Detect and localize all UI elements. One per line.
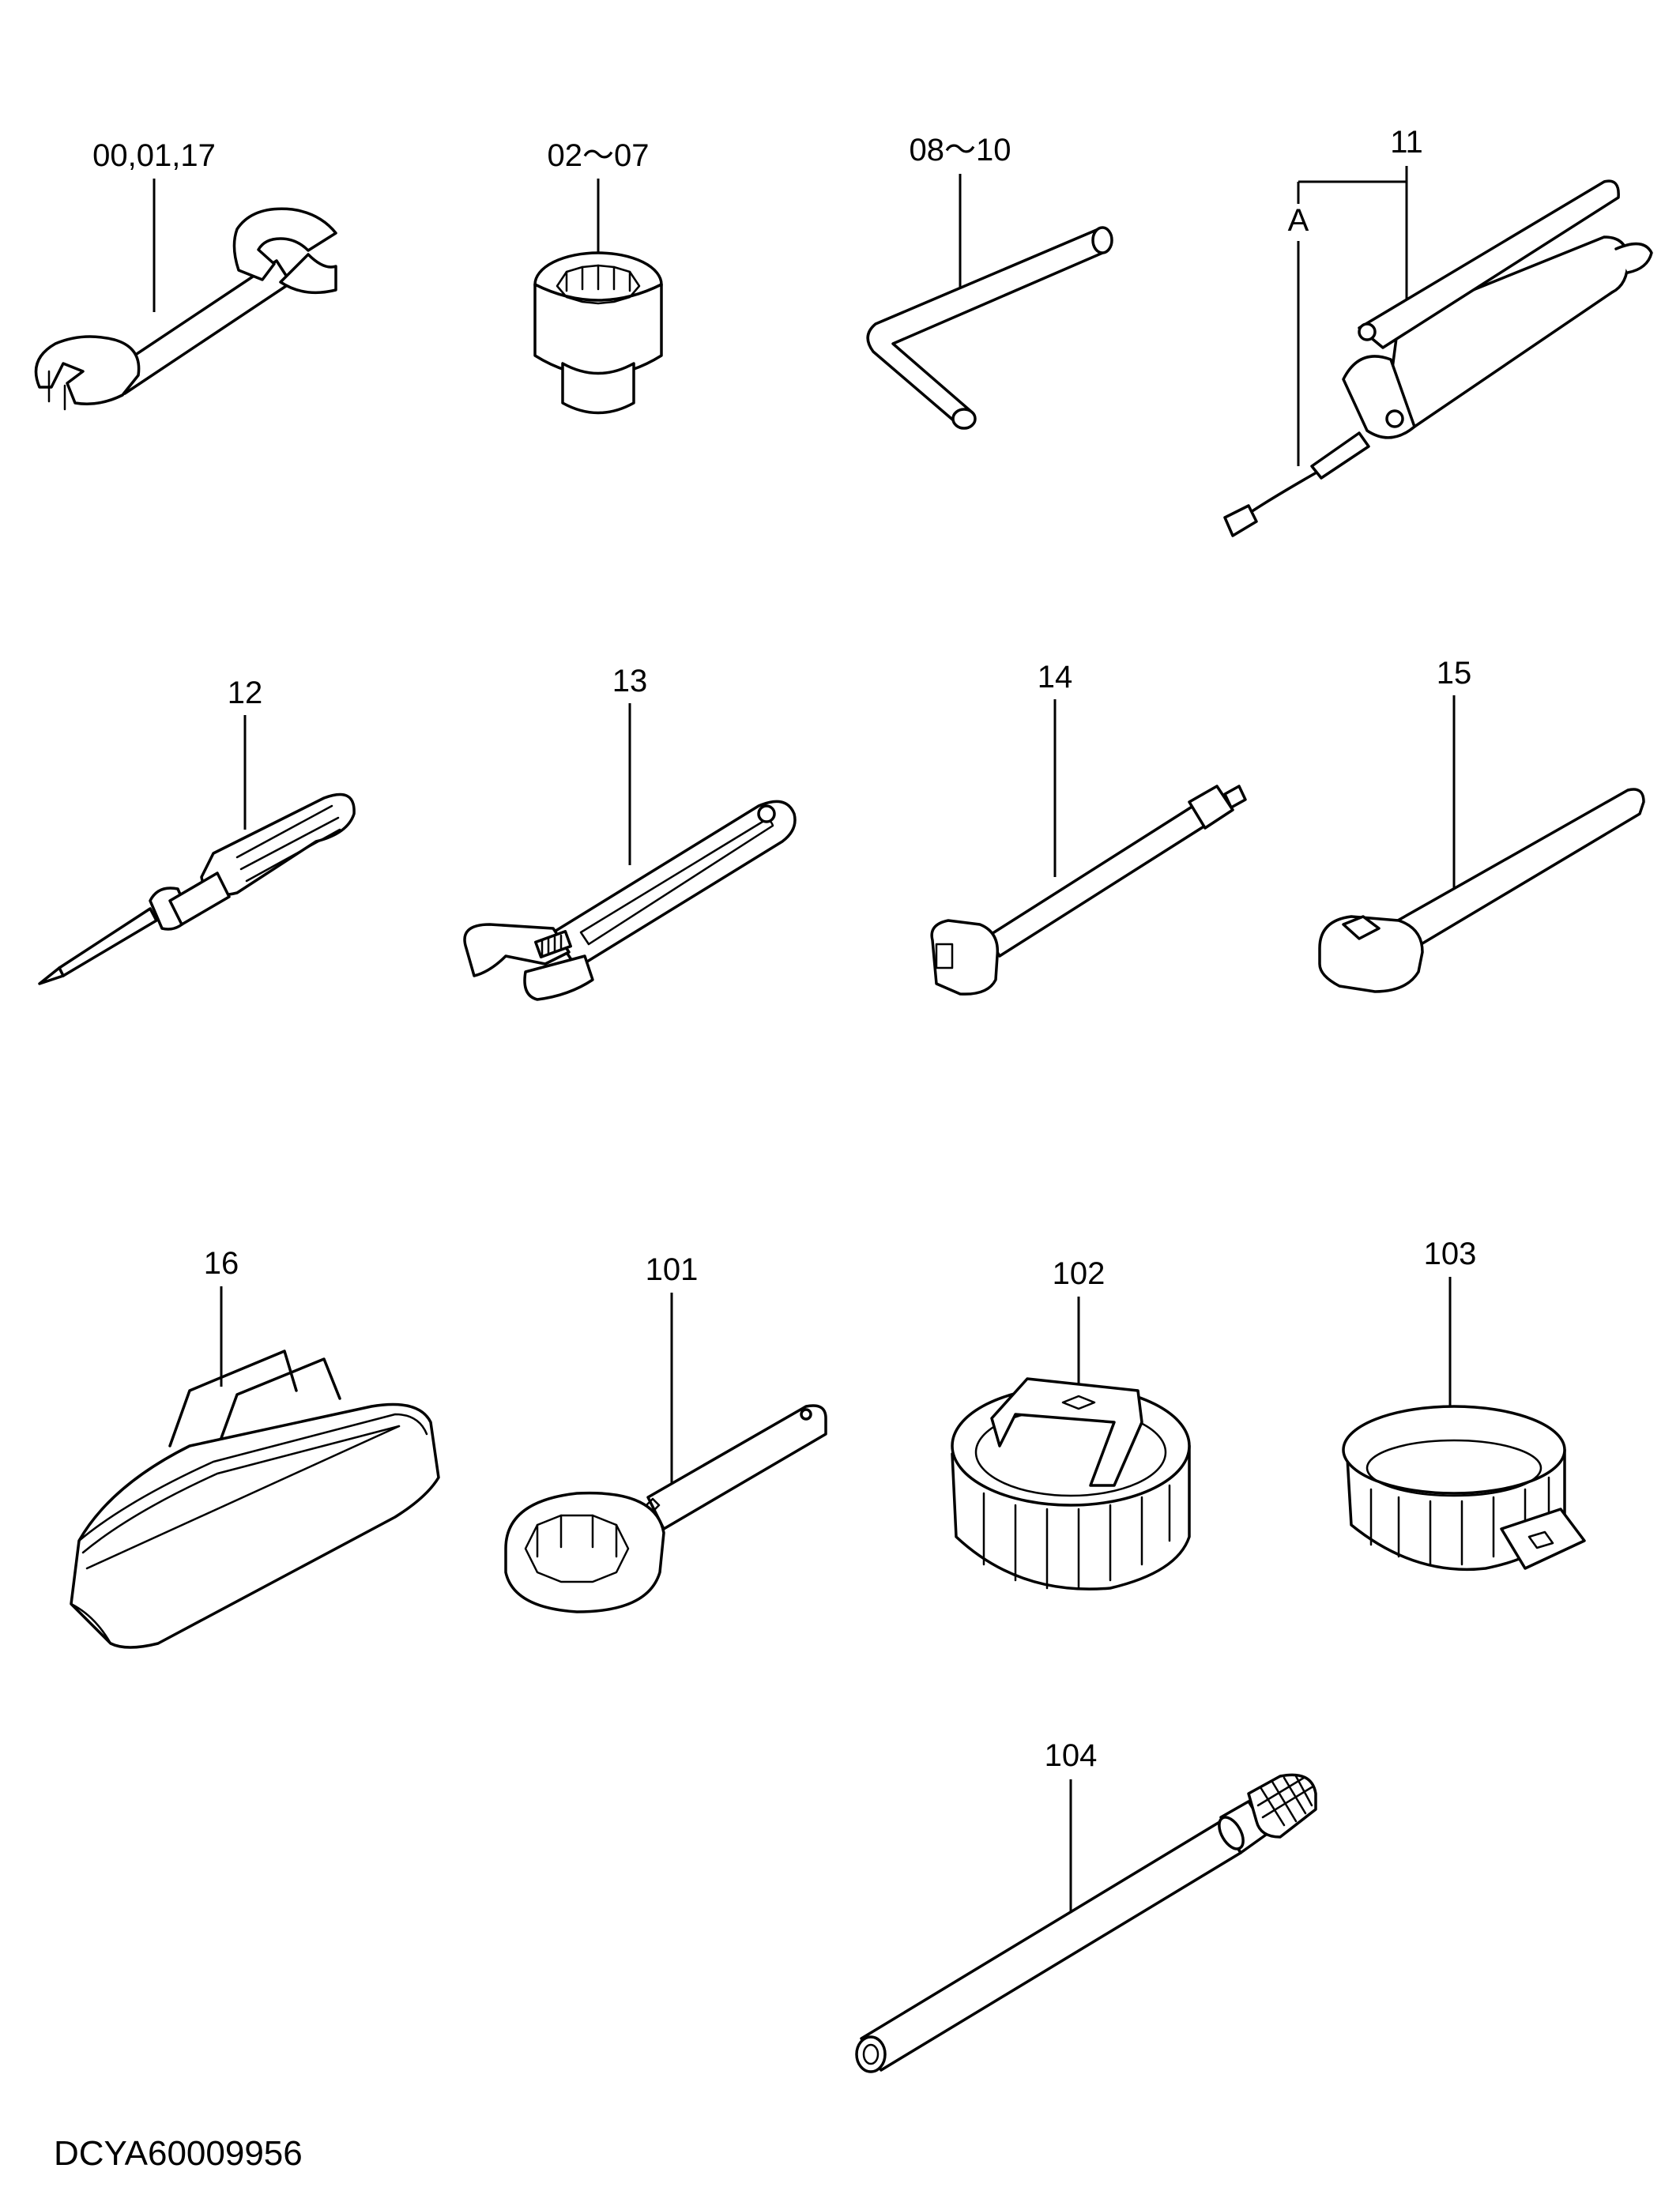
rod-tool-icon xyxy=(855,1773,1317,2073)
leader-line-grease-gun xyxy=(1297,166,1408,466)
filter-cap-wrench-part: 102 xyxy=(951,1256,1191,1591)
callout-filter-band-wrench: 103 xyxy=(1424,1237,1477,1271)
filter-band-wrench-part: 103 xyxy=(1342,1237,1586,1572)
filter-band-wrench-icon xyxy=(1342,1405,1586,1572)
callout-adjustable-wrench: 13 xyxy=(612,664,648,698)
grease-gun-icon xyxy=(1223,179,1653,537)
callout-grease-gun-sub: A xyxy=(1288,203,1309,238)
hex-key-icon xyxy=(866,226,1113,430)
callout-filter-cap-wrench: 102 xyxy=(1053,1256,1106,1291)
screwdriver-part: 12 xyxy=(38,676,356,985)
hex-key-part: 08〜10 xyxy=(866,133,1113,430)
callout-ratchet-handle: 15 xyxy=(1437,656,1472,691)
callout-socket: 02〜07 xyxy=(548,138,650,173)
ring-spanner-icon xyxy=(504,1404,827,1613)
callout-wrench: 00,01,17 xyxy=(92,138,216,173)
adjustable-wrench-icon xyxy=(463,800,797,1001)
callout-ring-spanner: 101 xyxy=(646,1252,699,1287)
tool-bag-part: 16 xyxy=(70,1246,440,1649)
callout-extension-bar: 14 xyxy=(1038,660,1073,695)
open-end-wrench-icon xyxy=(34,207,337,411)
adjustable-wrench-part: 13 xyxy=(463,664,797,1001)
tool-bag-icon xyxy=(70,1350,440,1649)
figure-code: DCYA60009956 xyxy=(54,2134,303,2173)
extension-bar-part: 14 xyxy=(930,660,1247,996)
ratchet-handle-part: 15 xyxy=(1318,656,1645,993)
callout-grease-gun: 11 xyxy=(1390,125,1423,160)
screwdriver-icon xyxy=(38,792,356,985)
extension-bar-icon xyxy=(930,785,1247,996)
callout-rod-tool: 104 xyxy=(1045,1738,1098,1773)
ratchet-handle-icon xyxy=(1318,788,1645,993)
grease-gun-part: 11 A xyxy=(1223,125,1653,537)
ring-spanner-part: 101 xyxy=(504,1252,827,1613)
callout-screwdriver: 12 xyxy=(228,676,263,710)
socket-part: 02〜07 xyxy=(533,138,663,415)
socket-icon xyxy=(533,251,663,415)
callout-tool-bag: 16 xyxy=(204,1246,239,1281)
callout-hex-key: 08〜10 xyxy=(910,133,1011,168)
rod-tool-part: 104 xyxy=(855,1738,1317,2073)
open-end-wrench-part: 00,01,17 xyxy=(34,138,337,411)
filter-cap-wrench-icon xyxy=(951,1377,1191,1591)
